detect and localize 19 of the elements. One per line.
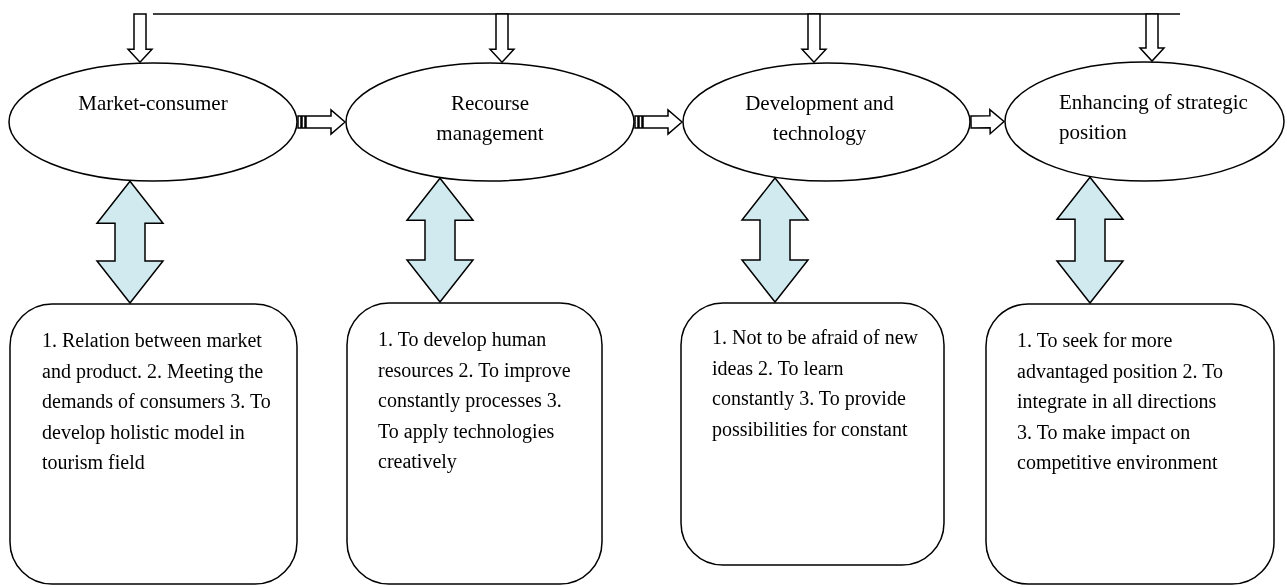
bullet-list-text: 1. To develop human resources 2. To improve constantly processes 3. To apply technologies creatively [378,327,572,475]
block-arrow [1138,13,1166,63]
bullet-list-text: 1. Not to be afraid of new ideas 2. To learn constantly 3. To provide possibilities for constant [712,325,920,443]
block-arrow [1055,176,1125,305]
node-label: Recourse management [435,90,545,147]
block-arrow [488,13,516,64]
block-arrow [970,108,1006,136]
block-arrow [634,108,684,136]
block-arrow [800,13,828,64]
block-arrow [95,180,165,305]
node-label: Enhancing of strategic position [1059,89,1249,146]
block-arrow [297,108,347,136]
bullet-list-text: 1. Relation between market and product. 2. Meeting the demands of consumers 3. To develop holistic model in tourism field [42,328,272,475]
node-label: Development and technology [744,90,895,147]
bullet-list-text: 1. To seek for more advantaged position 2. To integrate in all directions 3. To make impact on competitive environment [1017,328,1224,476]
node-label: Market-consumer [77,90,229,117]
block-arrow [405,177,475,304]
block-arrow [126,13,154,64]
block-arrow [740,176,810,304]
